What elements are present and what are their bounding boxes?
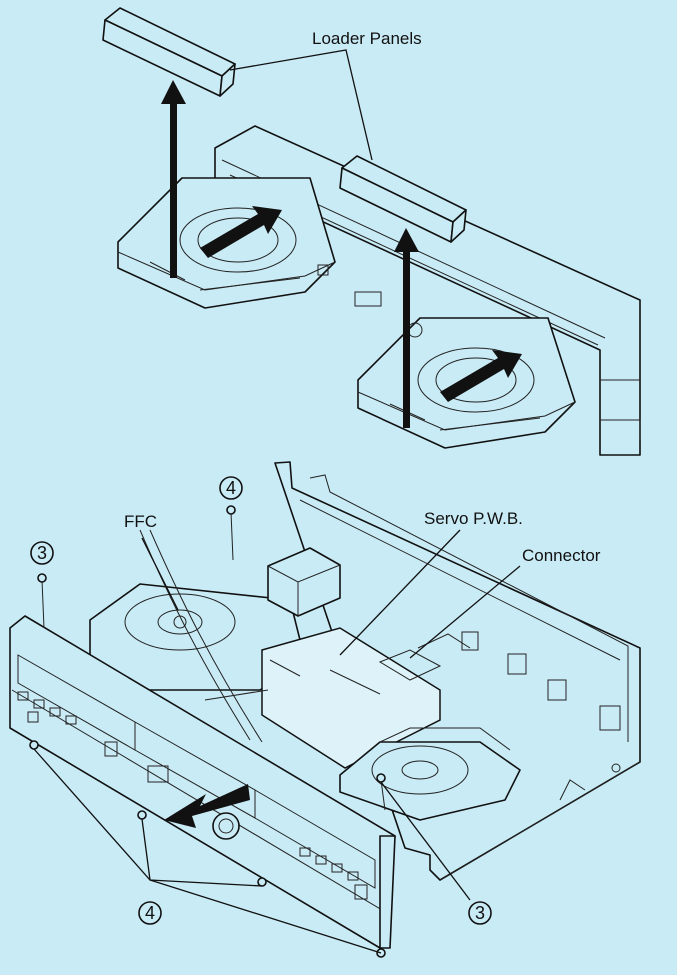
top-assembly-illustration: Loader Panels (102, 7, 641, 456)
callout-3-bottom: 3 (468, 901, 492, 925)
callout-4-top: 4 (219, 476, 243, 500)
callout-3-top: 3 (30, 541, 54, 565)
connector-label: Connector (522, 546, 601, 565)
svg-text:4: 4 (145, 903, 155, 923)
svg-text:4: 4 (226, 478, 236, 498)
front-panel (9, 615, 396, 949)
svg-text:3: 3 (37, 543, 47, 563)
loader-panels-label: Loader Panels (312, 29, 422, 48)
bottom-assembly-illustration: 3 4 4 3 FFC Servo P.W.B. Connector (9, 461, 641, 958)
callout-4-bottom: 4 (138, 901, 162, 925)
ffc-label: FFC (124, 512, 157, 531)
servo-pwb-label: Servo P.W.B. (424, 509, 523, 528)
loader-panel-right (339, 155, 467, 243)
loader-panel-left (102, 7, 236, 97)
svg-text:3: 3 (475, 903, 485, 923)
